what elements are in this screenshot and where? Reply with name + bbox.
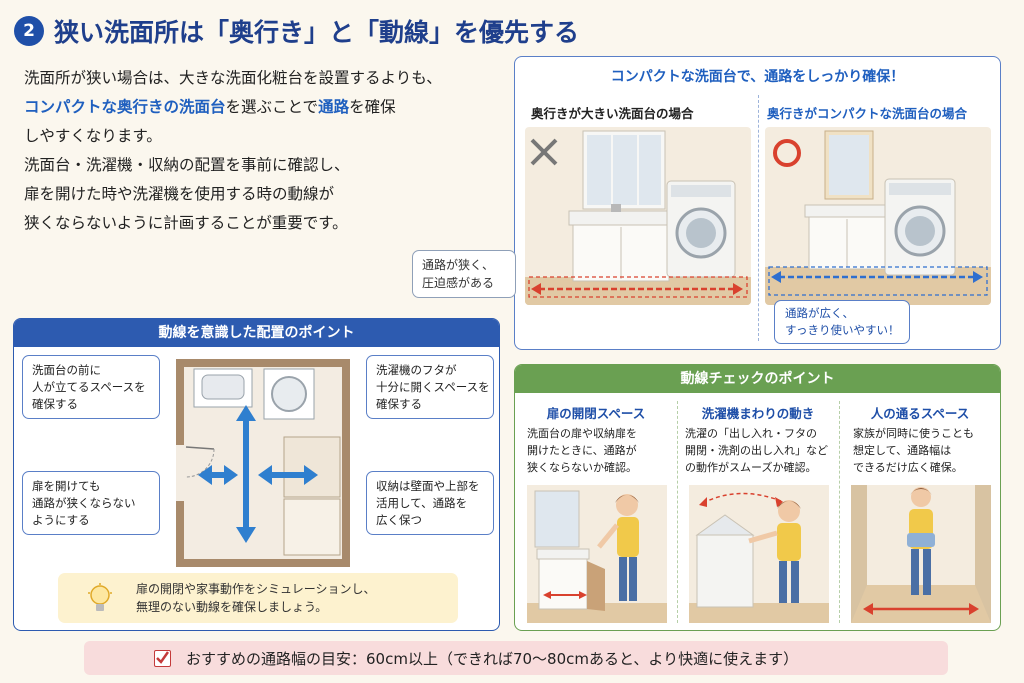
check-col-title: 人の通るスペース	[870, 406, 970, 421]
note-line: 確保する	[32, 397, 78, 411]
intro-text: を選ぶことで	[225, 98, 319, 116]
callout-text: 圧迫感がある	[422, 276, 495, 290]
note-line: 洗濯機のフタが	[376, 363, 457, 377]
intro-highlight: 通路	[318, 98, 350, 116]
intro-line: 洗面所が狭い場合は、大きな洗面化粧台を設置するよりも、	[24, 69, 442, 87]
walkway-illustration	[851, 485, 991, 623]
layout-panel-header: 動線を意識した配置のポイント	[14, 319, 499, 347]
circle-mark-icon	[771, 137, 803, 173]
check-col-title: 洗濯機まわりの動き	[701, 406, 815, 421]
tip-text: 扉の開閉や家事動作をシミュレーションし、 無理のない動線を確保しましょう。	[136, 580, 376, 616]
tip-box: 扉の開閉や家事動作をシミュレーションし、 無理のない動線を確保しましょう。	[58, 573, 458, 623]
check-col-title: 扉の開閉スペース	[546, 406, 646, 421]
lightbulb-icon	[86, 583, 114, 619]
intro-line: しやすくなります。	[24, 127, 162, 145]
cross-mark-icon	[529, 137, 559, 171]
desc-line: 想定して、通路幅は	[853, 444, 952, 457]
narrow-passage-callout: 通路が狭く、 圧迫感がある	[412, 250, 516, 298]
note-line: 広く保つ	[376, 513, 422, 527]
desc-line: 開けたときに、通路が	[527, 444, 637, 457]
note-line: 扉を開けても	[32, 479, 101, 493]
intro-line: 扉を開けた時や洗濯機を使用する時の動線が	[24, 185, 335, 203]
compact-panel-title: コンパクトな洗面台で、通路をしっかり確保！	[610, 69, 905, 85]
callout-text: 通路が広く、	[785, 306, 854, 320]
compact-sink-panel: コンパクトな洗面台で、通路をしっかり確保！ 奥行きが大きい洗面台の場合 奥行きが…	[514, 56, 1001, 350]
callout-text: 通路が狭く、	[422, 258, 495, 272]
column-divider	[839, 401, 840, 623]
column-divider	[677, 401, 678, 623]
note-line: 収納は壁面や上部を	[376, 479, 480, 493]
door-opening-illustration	[527, 485, 667, 623]
tip-line: 無理のない動線を確保しましょう。	[136, 600, 328, 614]
desc-line: 洗濯の「出し入れ・フタの	[685, 427, 817, 440]
note-standing-space: 洗面台の前に 人が立てるスペースを 確保する	[22, 355, 160, 419]
deep-sink-label: 奥行きが大きい洗面台の場合	[531, 106, 694, 121]
note-line: 通路が狭くならない	[32, 496, 136, 510]
check-col-desc: 家族が同時に使うことも 想定して、通路幅は できるだけ広く確保。	[853, 425, 974, 476]
layout-points-panel: 動線を意識した配置のポイント	[13, 318, 500, 631]
desc-line: 開閉・洗剤の出し入れ」など	[685, 444, 828, 457]
intro-line: 狭くならないように計画することが重要です。	[24, 214, 348, 232]
desc-line: 洗面台の扉や収納扉を	[527, 427, 637, 440]
note-line: 洗面台の前に	[32, 363, 101, 377]
intro-highlight: コンパクトな奥行きの洗面台	[24, 98, 226, 116]
check-col-desc: 洗面台の扉や収納扉を 開けたときに、通路が 狭くならないか確認。	[527, 425, 637, 476]
recommendation-text: おすすめの通路幅の目安：60cm以上（できれば70〜80cmあると、より快適に使…	[186, 650, 799, 668]
checkbox-icon	[154, 650, 171, 667]
compact-sink-illustration	[765, 127, 991, 305]
tip-line: 扉の開閉や家事動作をシミュレーションし、	[136, 582, 376, 596]
compact-sink-label: 奥行きがコンパクトな洗面台の場合	[767, 106, 968, 121]
washer-motion-illustration	[689, 485, 829, 623]
wide-passage-callout: 通路が広く、 すっきり使いやすい！	[774, 300, 910, 344]
page-title: 狭い洗面所は「奥行き」と「動線」を優先する	[54, 18, 580, 47]
note-line: 人が立てるスペースを	[32, 380, 146, 394]
section-number-badge: 2	[14, 16, 44, 46]
floor-plan-diagram	[174, 357, 352, 569]
desc-line: 家族が同時に使うことも	[853, 427, 974, 440]
note-line: 確保する	[376, 397, 422, 411]
intro-line: 洗面台・洗濯機・収納の配置を事前に確認し、	[24, 156, 350, 174]
note-line: ようにする	[32, 513, 90, 527]
panel-divider	[758, 95, 759, 341]
flow-check-panel: 動線チェックのポイント 扉の開閉スペース 洗面台の扉や収納扉を 開けたときに、通…	[514, 364, 1001, 631]
check-panel-header: 動線チェックのポイント	[515, 365, 1000, 393]
intro-paragraph: 洗面所が狭い場合は、大きな洗面化粧台を設置するよりも、 コンパクトな奥行きの洗面…	[24, 64, 504, 238]
note-line: 十分に開くスペースを	[376, 380, 490, 394]
desc-line: 狭くならないか確認。	[527, 461, 637, 474]
note-washer-lid: 洗濯機のフタが 十分に開くスペースを 確保する	[366, 355, 494, 419]
desc-line: の動作がスムーズか確認。	[685, 461, 817, 474]
desc-line: できるだけ広く確保。	[853, 461, 963, 474]
intro-line: コンパクトな奥行きの洗面台を選ぶことで通路を確保	[24, 93, 504, 122]
deep-sink-illustration	[525, 127, 751, 305]
check-col-desc: 洗濯の「出し入れ・フタの 開閉・洗剤の出し入れ」など の動作がスムーズか確認。	[685, 425, 828, 476]
intro-text: を確保	[349, 98, 396, 116]
recommendation-bar: おすすめの通路幅の目安：60cm以上（できれば70〜80cmあると、より快適に使…	[84, 641, 948, 675]
callout-text: すっきり使いやすい！	[785, 323, 900, 337]
note-storage: 収納は壁面や上部を 活用して、通路を 広く保つ	[366, 471, 494, 535]
note-line: 活用して、通路を	[376, 496, 468, 510]
note-door-clearance: 扉を開けても 通路が狭くならない ようにする	[22, 471, 160, 535]
